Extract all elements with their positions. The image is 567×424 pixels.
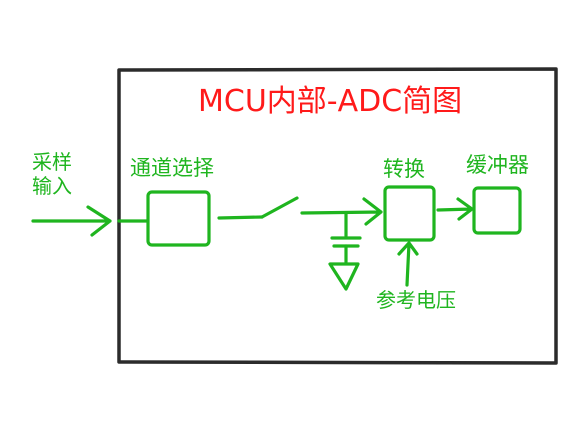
reference-voltage-arrow [397, 241, 419, 287]
ground-symbol [328, 262, 360, 291]
mux-output-line [217, 215, 264, 220]
converter-box [383, 185, 436, 242]
converter-label: 转换 [383, 157, 425, 181]
buffer-box [472, 186, 522, 235]
channel-select-box [146, 190, 211, 247]
sample-input-text: 采样输入 [32, 150, 72, 198]
switch-lever [260, 196, 299, 219]
input-arrow [31, 205, 112, 237]
switch-to-converter-line [300, 197, 383, 226]
converter-to-buffer-arrow [436, 197, 474, 221]
reference-voltage-label: 参考电压 [376, 288, 456, 312]
channel-select-label: 通道选择 [130, 156, 214, 180]
sample-input-label: 采样输入 [32, 150, 76, 198]
mcu-frame [117, 67, 558, 365]
diagram-title: MCU内部-ADC简图 [198, 84, 463, 119]
buffer-label: 缓冲器 [466, 153, 529, 177]
